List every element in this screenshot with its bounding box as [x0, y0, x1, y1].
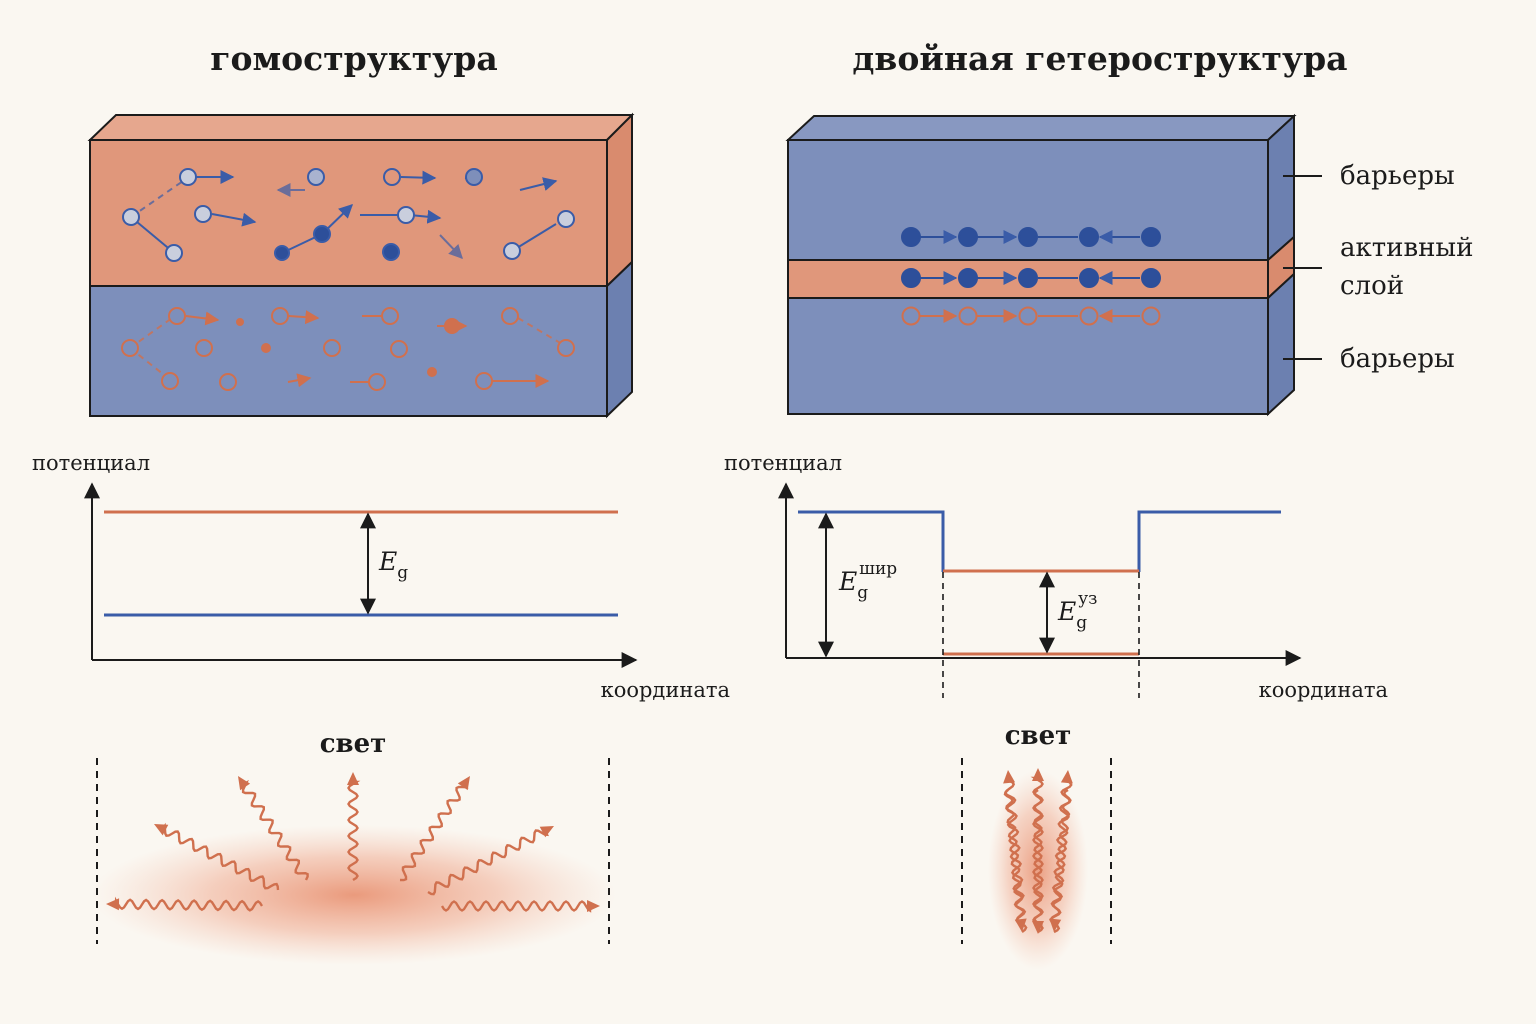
- homostructure-holes: [121, 307, 575, 391]
- photon-ray-5-head: [457, 776, 470, 791]
- heterostructure-light-emission: свет: [961, 721, 1112, 970]
- homostructure-coordinate-axis-label: координата: [601, 678, 730, 702]
- photon-beam-up-0-head: [1003, 770, 1016, 784]
- heterostructure-light-label: свет: [1005, 721, 1072, 751]
- label-barrier-bottom: барьеры: [1340, 344, 1455, 374]
- photon-ray-5: [399, 783, 469, 882]
- label-active-layer-line2: слой: [1340, 271, 1404, 301]
- homostructure-gap-label: Eg: [378, 547, 408, 583]
- photon-ray-4: [241, 779, 309, 881]
- homostructure-glow: [92, 825, 616, 965]
- photon-beam-down-0-head: [1014, 918, 1027, 932]
- photon-beam-down-0: [1003, 789, 1025, 924]
- photon-ray-0-head: [106, 898, 120, 911]
- homostructure-electrons: [122, 168, 575, 262]
- photon-ray-1-head: [587, 900, 600, 912]
- homostructure-light-emission: свет: [92, 729, 616, 965]
- heterostructure-barrier-band-right: [1137, 510, 1281, 572]
- homostructure-light-label: свет: [320, 729, 387, 759]
- photon-beam-down-2: [1050, 788, 1072, 924]
- photon-ray-3: [427, 829, 549, 896]
- photon-ray-6-head: [347, 772, 359, 785]
- homostructure-band-diagram: потенциал координата Eg: [32, 451, 730, 702]
- heterostructure-coordinate-axis-label: координата: [1259, 678, 1388, 702]
- homostructure-potential-axis-label: потенциал: [32, 451, 150, 475]
- narrow-gap-label: Egуз: [1057, 589, 1097, 633]
- heterostructure-layer-labels: барьеры активный слой барьеры: [1283, 161, 1473, 374]
- photon-ray-4-head: [238, 776, 251, 791]
- heterostructure-title: двойная гетероструктура: [852, 39, 1347, 78]
- photon-beam-up-1-head: [1032, 768, 1044, 781]
- heterostructure-electrons: [901, 227, 1161, 288]
- photon-ray-6: [347, 780, 361, 882]
- photon-beam-down-1-head: [1032, 921, 1044, 934]
- photon-beam-up-2-head: [1060, 770, 1073, 784]
- homostructure-block: [87, 112, 635, 419]
- label-active-layer-line1: активный: [1340, 233, 1473, 263]
- heterostructure-photons: [1003, 768, 1073, 934]
- homostructure-title: гомоструктура: [210, 39, 498, 78]
- heterostructure-potential-axis-label: потенциал: [724, 451, 842, 475]
- photon-ray-2: [161, 822, 280, 891]
- photon-ray-1: [440, 900, 592, 913]
- wide-gap-label: Egшир: [838, 559, 897, 603]
- label-barrier-top: барьеры: [1340, 161, 1455, 191]
- heterostructure-holes: [901, 306, 1161, 326]
- homostructure-photons: [106, 772, 600, 913]
- heterostructure-barrier-band-left: [798, 510, 945, 572]
- photon-beam-down-1: [1033, 789, 1044, 926]
- heterostructure-block: [785, 113, 1297, 417]
- photon-ray-0: [114, 896, 264, 912]
- homostructure-p-layer: [89, 139, 608, 287]
- heterostructure-glow: [988, 770, 1088, 970]
- heterostructure-band-diagram: потенциал координата Egшир Egуз: [724, 451, 1388, 702]
- photon-beam-down-2-head: [1049, 918, 1062, 932]
- homostructure-n-layer: [89, 285, 608, 417]
- photon-ray-3-head: [539, 826, 554, 838]
- photon-ray-2-head: [154, 824, 169, 836]
